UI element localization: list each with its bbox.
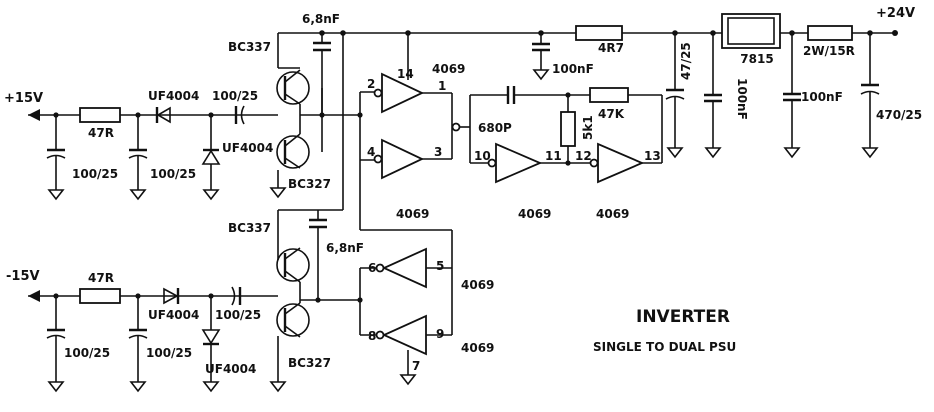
- q-top-npn-label: BC337: [228, 40, 271, 54]
- transistor-bc327-bottom: BC327: [269, 302, 331, 393]
- pin-3: 3: [434, 145, 442, 159]
- gate-pin4-3: 4 3: [367, 138, 442, 180]
- diode-bot-a-label: UF4004: [148, 308, 199, 322]
- cap-bot-100-a-label: 100/25: [64, 346, 110, 360]
- gate-pin2-1: 2 1 14 4069: [367, 62, 465, 114]
- cap-mid-label: 6,8nF: [326, 241, 364, 255]
- cap-100nf-c-label: 100nF: [801, 90, 843, 104]
- cap-top-100-c-label: 100/25: [212, 89, 258, 103]
- reg-7815-label: 7815: [740, 52, 773, 66]
- resistor-2w15r: 2W/15R: [803, 25, 855, 58]
- regulator-7815: 7815: [721, 13, 781, 66]
- transistor-bc327-top: BC327: [269, 133, 331, 199]
- diode-top-a-label: UF4004: [148, 89, 199, 103]
- gate-pin6-5: 6 5 4069: [368, 247, 494, 292]
- pin-10: 10: [474, 149, 491, 163]
- res-5k1-label: 5k1: [581, 115, 595, 140]
- capacitor-100nf-b: 100nF: [704, 33, 749, 159]
- q-top-pnp-label: BC327: [288, 177, 331, 191]
- capacitor-100nf-a: 100nF: [532, 33, 594, 81]
- pin-4: 4: [367, 145, 375, 159]
- pin-12: 12: [575, 149, 592, 163]
- cap-680p-label: 680P: [478, 121, 512, 135]
- q-bot-npn-label: BC337: [228, 221, 271, 235]
- pin-6: 6: [368, 261, 376, 275]
- res-2w15r-label: 2W/15R: [803, 44, 855, 58]
- pin-8: 8: [368, 329, 376, 343]
- pin-13: 13: [644, 149, 661, 163]
- pin-2: 2: [367, 77, 375, 91]
- diode-top-b-label: UF4004: [222, 141, 273, 155]
- q-bot-pnp-label: BC327: [288, 356, 331, 370]
- diagram-subtitle: SINGLE TO DUAL PSU: [593, 340, 736, 354]
- ic-c-label: 4069: [518, 207, 551, 221]
- rail-pos15-label: +15V: [4, 91, 43, 106]
- rail-24v-label: +24V: [876, 6, 915, 21]
- resistor-4r7: 4R7: [575, 25, 624, 55]
- capacitor-47-25: 47/25: [665, 33, 693, 159]
- rail-neg15-label: -15V: [6, 269, 40, 284]
- transistor-bc337-bottom: BC337: [228, 221, 310, 283]
- pin-5: 5: [436, 259, 444, 273]
- oscillator: 680P 47K 5k1 10 11 12 13 4069 4069: [469, 86, 663, 221]
- capacitor-100nf-c: 100nF: [783, 33, 843, 159]
- pin-1: 1: [438, 79, 446, 93]
- cap-top-100-a-label: 100/25: [72, 167, 118, 181]
- cap-top-100-b-label: 100/25: [150, 167, 196, 181]
- cap-bot-100-b-label: 100/25: [146, 346, 192, 360]
- transistor-bc337-top: BC337: [228, 40, 310, 105]
- gate-pin8-9: 8 9 4069 7: [368, 314, 494, 386]
- capacitor-mid-6n8: 6,8nF: [309, 210, 364, 300]
- ic-b-label: 4069: [396, 207, 429, 221]
- capacitor-470-25: 470/25: [860, 33, 922, 159]
- res-4r7-label: 4R7: [598, 41, 624, 55]
- cap-470-25-label: 470/25: [876, 108, 922, 122]
- cap-100nf-a-label: 100nF: [552, 62, 594, 76]
- cap-bot-100-c-label: 100/25: [215, 308, 261, 322]
- pos15-output: +15V 47R UF4004 100/25 100/25 100/25 UF4…: [4, 89, 278, 201]
- diode-bot-b-label: UF4004: [205, 362, 256, 376]
- res-top-in-label: 47R: [88, 126, 114, 140]
- pin-11: 11: [545, 149, 562, 163]
- res-47k-label: 47K: [598, 107, 625, 121]
- ic-d-label: 4069: [596, 207, 629, 221]
- capacitor-top-6n8: 6,8nF: [302, 12, 340, 115]
- diagram-title: INVERTER: [636, 307, 730, 327]
- cap-47-25-label: 47/25: [679, 42, 693, 80]
- ic-a-label: 4069: [432, 62, 465, 76]
- pin-9: 9: [436, 327, 444, 341]
- pin-7: 7: [412, 359, 420, 373]
- cap-top-label: 6,8nF: [302, 12, 340, 26]
- ic-e-label: 4069: [461, 278, 494, 292]
- neg15-output: -15V 47R UF4004 100/25 100/25 100/25 UF4…: [6, 269, 278, 393]
- res-bot-in-label: 47R: [88, 271, 114, 285]
- pin-14: 14: [397, 67, 414, 81]
- cap-100nf-b-label: 100nF: [735, 78, 749, 120]
- ic-f-label: 4069: [461, 341, 494, 355]
